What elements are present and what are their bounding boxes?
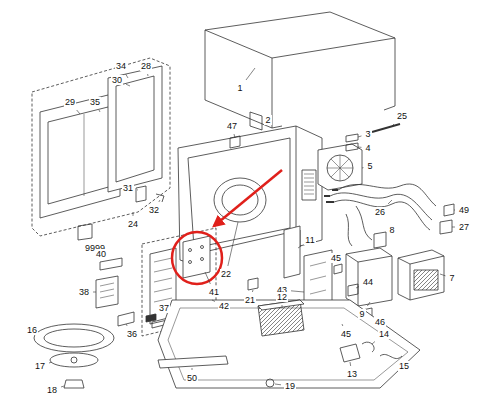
callout-number: 37 (158, 303, 170, 313)
callout-number: 24 (127, 219, 139, 229)
turntable (34, 324, 228, 388)
callout-number: 4 (364, 143, 371, 153)
leader-line (298, 246, 301, 248)
leader-line (392, 124, 394, 126)
fan-motor (230, 124, 400, 190)
callout-number: 34 (115, 61, 127, 71)
callout-number: 18 (46, 385, 58, 395)
leader-line (99, 110, 100, 112)
callout-number: 11 (304, 235, 315, 245)
callout-number: 3 (364, 129, 371, 139)
leader-line (77, 110, 80, 114)
leader-line (93, 292, 96, 293)
callout-number: 8 (388, 225, 395, 235)
callout-number: 47 (226, 121, 238, 131)
power-parts (346, 204, 454, 306)
door-assembly (32, 58, 170, 236)
outer-case (205, 12, 395, 130)
leader-line (192, 368, 193, 370)
callout-number: 1 (236, 83, 243, 93)
leader-line (372, 342, 375, 344)
callout-number: 30 (111, 75, 123, 85)
leader-line (234, 134, 235, 138)
callout-number: 49 (458, 205, 470, 215)
leader-line (350, 362, 352, 366)
leader-line (212, 300, 215, 301)
leader-line (49, 362, 52, 364)
callout-number: 14 (378, 329, 390, 339)
callout-number: 50 (186, 373, 198, 383)
callout-number: 32 (148, 205, 160, 215)
callout-number: 21 (244, 295, 256, 305)
leader-line (137, 189, 139, 190)
leader-line (388, 200, 392, 204)
callout-number: 45 (340, 329, 352, 339)
callout-number: 7 (448, 273, 455, 283)
leader-line (133, 212, 134, 216)
leader-line (275, 384, 281, 386)
callout-number: 13 (346, 369, 358, 379)
leader-line (159, 200, 160, 202)
callout-number: 26 (374, 207, 386, 217)
callout-number: 45 (330, 253, 342, 263)
highlight (172, 170, 282, 284)
leader-line (358, 147, 361, 148)
callout-number: 25 (396, 111, 408, 121)
leader-line (126, 74, 128, 78)
callout-number: 42 (218, 301, 230, 311)
leader-line (61, 386, 64, 388)
callout-number: 41 (208, 287, 220, 297)
wire-harness (324, 184, 436, 246)
leader-line (147, 74, 148, 76)
callout-number: 40 (95, 249, 107, 259)
base-plate (158, 300, 420, 388)
small-parts-left (78, 224, 156, 326)
leader-line (367, 302, 370, 306)
leader-line (454, 210, 456, 211)
leader-line (126, 84, 130, 86)
callout-number: 29 (64, 97, 76, 107)
callout-number: 36 (126, 329, 138, 339)
callout-number: 17 (34, 361, 46, 371)
leader-line (362, 167, 363, 168)
callout-number: 19 (284, 381, 296, 391)
leader-line (356, 287, 359, 288)
callout-number: 9 (358, 309, 365, 319)
leader-line (205, 272, 210, 284)
callout-number: 12 (276, 292, 288, 302)
leader-line (252, 290, 254, 292)
callout-number: 46 (374, 317, 386, 327)
callout-number: 28 (140, 61, 152, 71)
leader-line (342, 324, 344, 326)
leader-line (358, 136, 361, 137)
callout-number: 27 (458, 222, 470, 232)
callout-number: 31 (122, 183, 134, 193)
leader-line (246, 68, 255, 80)
callout-number: 44 (362, 277, 374, 287)
callout-number: 15 (398, 361, 410, 371)
leader-line (126, 324, 127, 326)
callout-number: 35 (89, 97, 101, 107)
leader-line (152, 314, 155, 316)
callout-number: 16 (26, 325, 38, 335)
callout-number: 22 (220, 269, 232, 279)
leader-line (282, 305, 283, 308)
callout-number: 5 (366, 161, 373, 171)
leader-line (291, 291, 304, 292)
leader-line (228, 222, 238, 266)
callout-number: 2 (264, 115, 271, 125)
leader-line (440, 274, 445, 276)
leader-line (452, 227, 455, 228)
callout-number: 38 (78, 287, 90, 297)
